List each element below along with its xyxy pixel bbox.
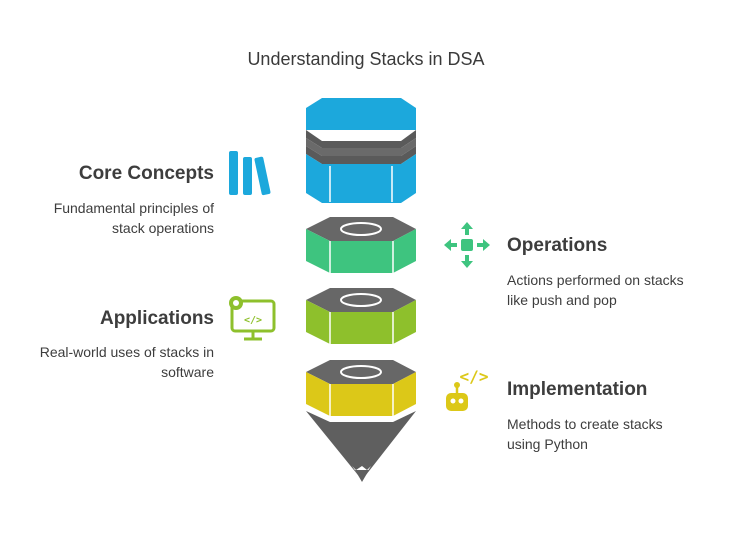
implementation-desc-line-1: Methods to create stacks [507, 416, 663, 432]
lime-stack-block [306, 288, 416, 344]
core-concepts-heading: Core Concepts [78, 163, 214, 184]
stack-tip [306, 411, 416, 482]
implementation-description: Methods to create stacks using Python [507, 414, 663, 454]
applications-desc-line-2: software [161, 364, 214, 380]
svg-text:</>: </> [244, 315, 262, 326]
applications-description: Real-world uses of stacks in software [40, 342, 214, 382]
operations-desc-line-2: like push and pop [507, 292, 617, 308]
core-concepts-description: Fundamental principles of stack operatio… [54, 198, 214, 238]
robot-code-icon: </> [446, 367, 489, 411]
operations-heading: Operations [507, 235, 608, 256]
core-concepts-desc-line-1: Fundamental principles of [53, 200, 214, 216]
core-concepts-desc-line-2: stack operations [112, 220, 214, 236]
implementation-heading: Implementation [507, 379, 648, 400]
move-arrows-icon [444, 222, 490, 268]
yellow-stack-block [306, 360, 416, 416]
implementation-desc-line-2: using Python [507, 436, 588, 452]
operations-desc-line-1: Actions performed on stacks [507, 272, 684, 288]
books-icon [229, 151, 271, 196]
diagram-title: Understanding Stacks in DSA [247, 49, 485, 69]
svg-text:</>: </> [460, 367, 489, 386]
green-stack-block [306, 217, 416, 273]
applications-heading: Applications [99, 308, 214, 329]
applications-desc-line-1: Real-world uses of stacks in [39, 344, 214, 360]
monitor-code-icon: </> [229, 296, 276, 341]
operations-description: Actions performed on stacks like push an… [507, 270, 684, 310]
top-stack-block [306, 98, 416, 203]
